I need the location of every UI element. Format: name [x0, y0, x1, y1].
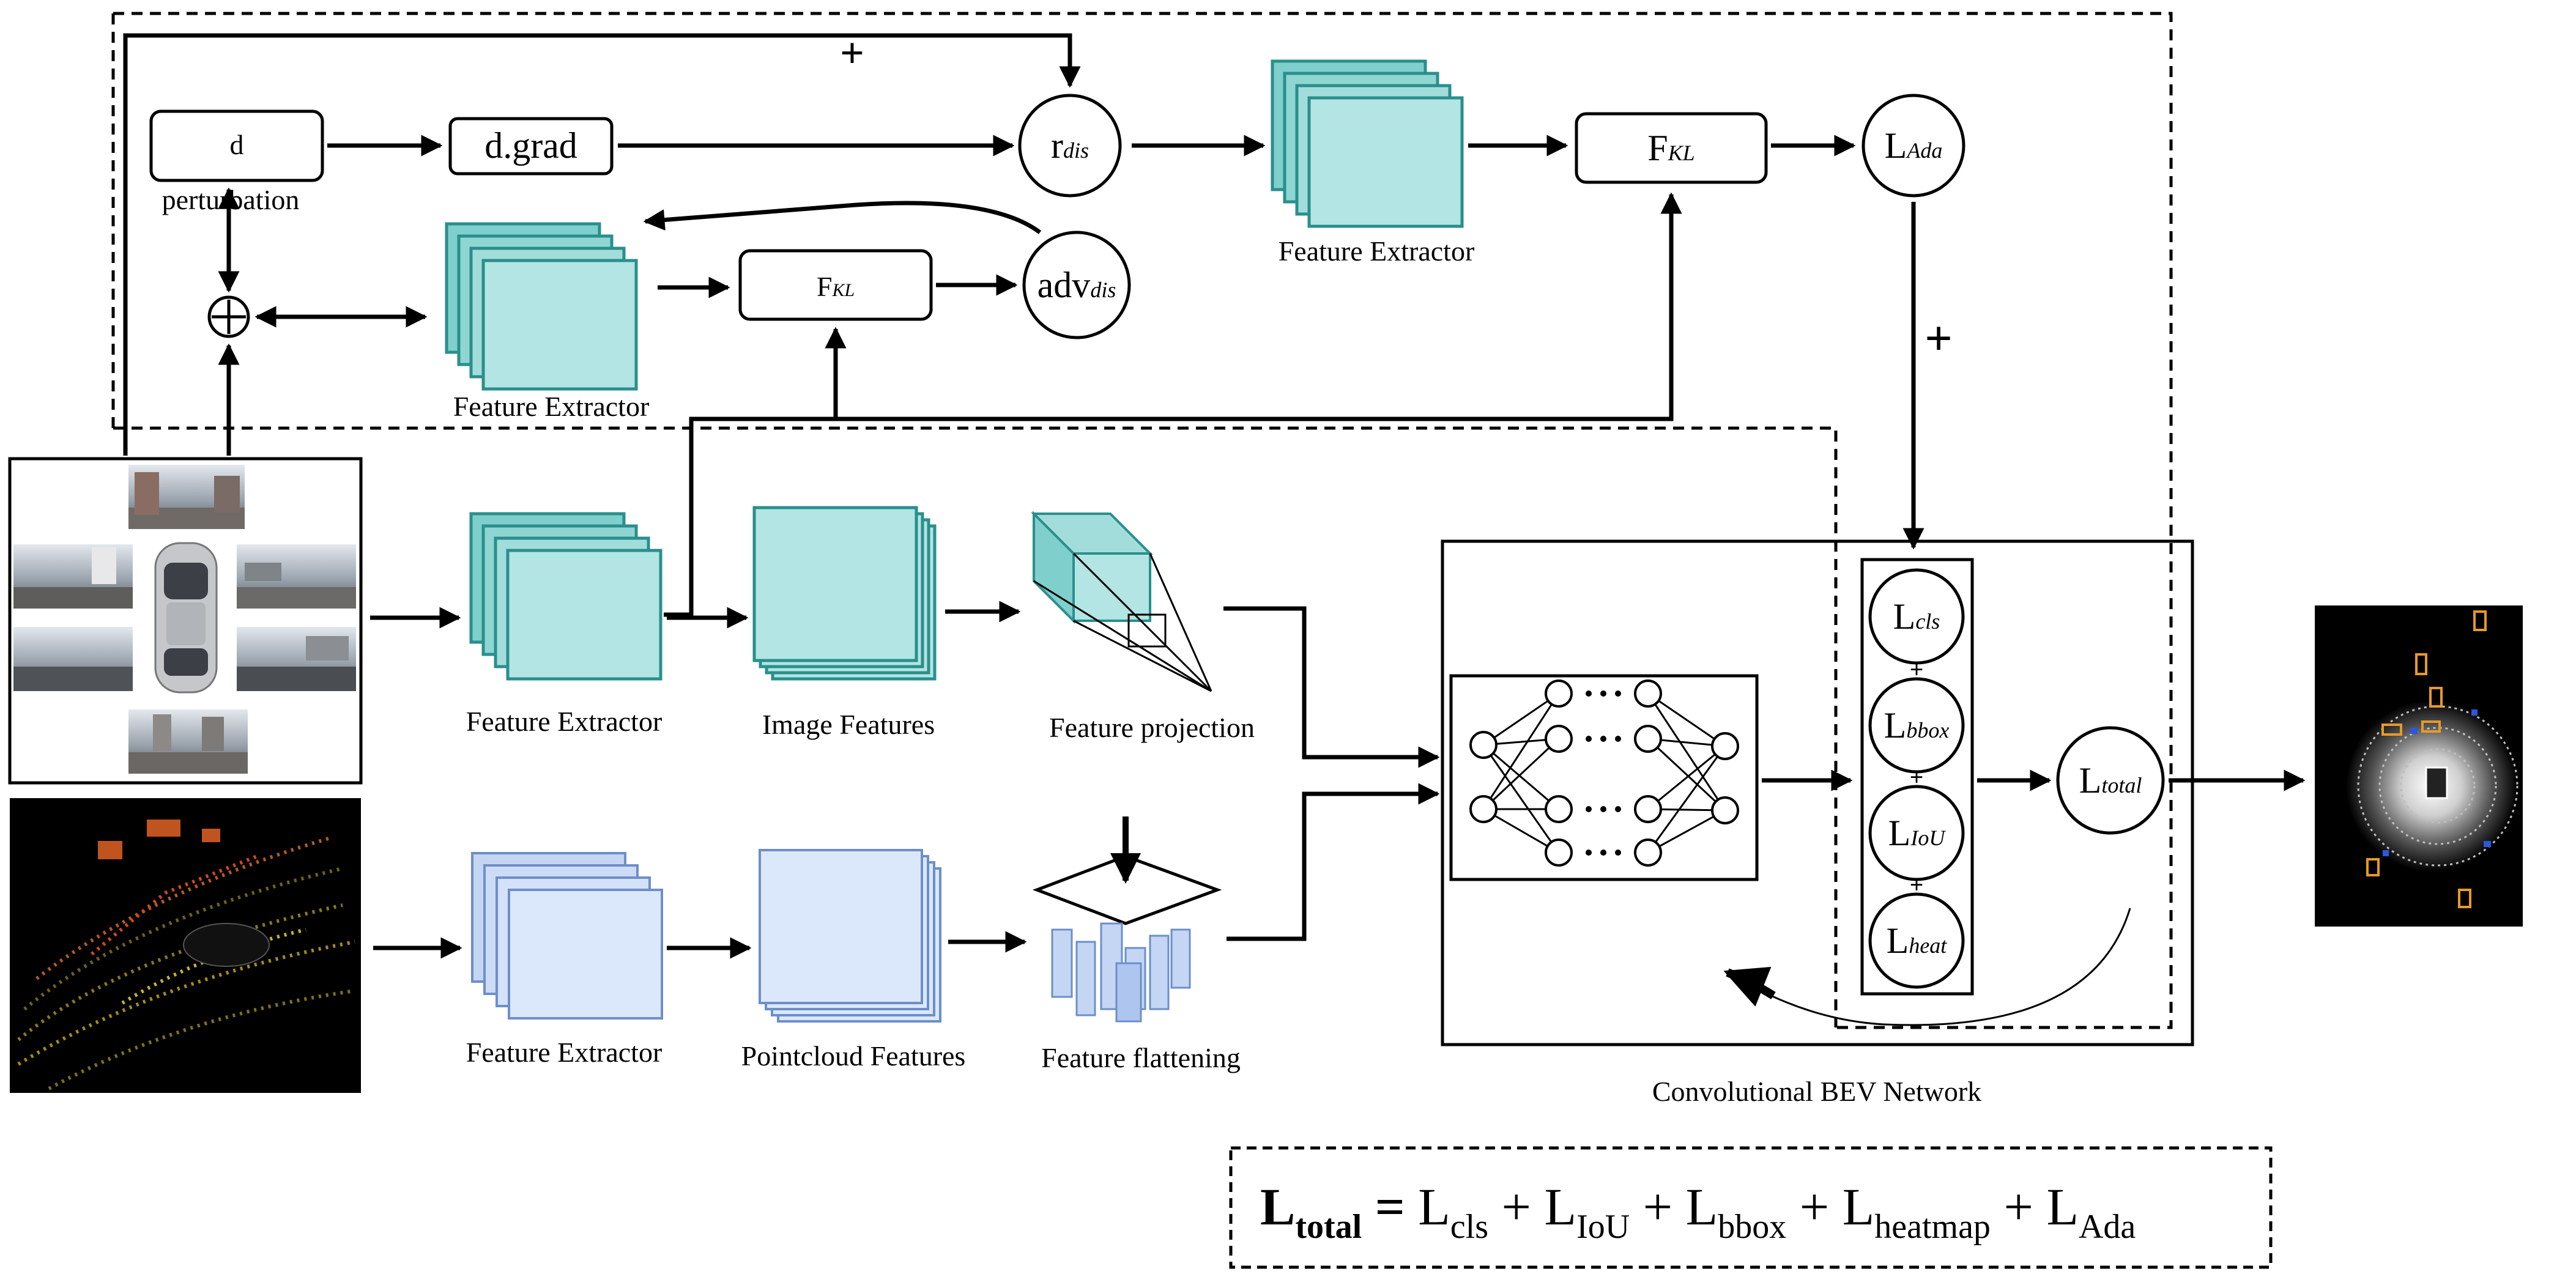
dgrad-label: d.grad: [484, 125, 577, 166]
loss-heat-main: L: [1887, 920, 1909, 961]
image-features-stack: [752, 506, 937, 681]
feature-extractor-mid-label: Feature Extractor: [453, 391, 650, 422]
plus-sign-right: +: [1925, 312, 1953, 366]
fkl-top-main: F: [1647, 128, 1668, 168]
eq-term4-sub: heatmap: [1874, 1208, 1991, 1246]
loss-bbox-node: Lbbox: [1868, 677, 1965, 774]
svg-text:Lheat: Lheat: [1887, 920, 1948, 961]
bev-detection-output-image: [2315, 605, 2523, 927]
svg-text:Ltotal = Lcls + LIoU + Lbbox +: Ltotal = Lcls + LIoU + Lbbox + Lheatmap …: [1260, 1177, 2136, 1246]
lada-main: L: [1885, 125, 1907, 166]
feature-extractor-mid-stack: [445, 222, 638, 391]
eq-term4-main: + L: [1786, 1177, 1874, 1236]
loss-plus-1: +: [1910, 656, 1924, 683]
lada-sub: Ada: [1906, 138, 1942, 163]
eq-lhs-sub: total: [1295, 1208, 1362, 1246]
svg-text:LAda: LAda: [1885, 125, 1943, 166]
lada-node: LAda: [1861, 94, 1965, 198]
connector-lines: [123, 33, 2306, 959]
feedback-arrow-head: [1723, 966, 1776, 1007]
loss-bbox-main: L: [1884, 705, 1907, 746]
eq-term2-sub: IoU: [1576, 1208, 1630, 1246]
svg-text:FKL: FKL: [817, 271, 855, 302]
svg-text:Ltotal: Ltotal: [2079, 760, 2142, 801]
svg-text:Lbbox: Lbbox: [1884, 705, 1950, 746]
eq-term5-main: + L: [1991, 1177, 2079, 1236]
feedback-curve: [1728, 908, 2131, 1026]
rdis-node: rdis: [1018, 94, 1122, 198]
ego-car-top-view: [154, 542, 218, 694]
camera-front-left-image: [13, 544, 133, 609]
loss-cls-node: Lcls: [1868, 568, 1965, 665]
eq-term3-main: + L: [1630, 1177, 1718, 1236]
eq-term2-main: + L: [1488, 1177, 1576, 1236]
feature-extractor-cam-stack: [469, 512, 663, 681]
image-features-label: Image Features: [762, 709, 935, 740]
loss-total-node: Ltotal: [2056, 726, 2165, 835]
loss-iou-sub: IoU: [1910, 826, 1946, 850]
eq-term3-sub: bbox: [1718, 1208, 1786, 1246]
d-box: d: [149, 109, 324, 182]
feature-flattening-pillars: [1032, 816, 1222, 1023]
svg-text:rdis: rdis: [1051, 125, 1089, 166]
plus-sign-top: +: [840, 30, 864, 77]
loss-bbox-sub: bbox: [1906, 718, 1949, 742]
advdis-sub: dis: [1090, 278, 1116, 302]
feature-projection-frustum: [1031, 511, 1212, 692]
svg-text:FKL: FKL: [1647, 128, 1694, 168]
fkl-top-sub: KL: [1668, 141, 1695, 165]
loss-iou-main: L: [1888, 813, 1911, 853]
svg-text:LIoU: LIoU: [1888, 813, 1947, 853]
eq-term1-sub: cls: [1450, 1208, 1488, 1246]
camera-front-right-image: [237, 544, 356, 609]
svg-text:advdis: advdis: [1037, 265, 1116, 305]
loss-iou-node: LIoU: [1868, 785, 1965, 881]
pointcloud-features-stack: [759, 849, 941, 1023]
feature-projection-label: Feature projection: [1049, 712, 1255, 743]
loss-heat-sub: heat: [1909, 933, 1947, 958]
camera-front-image: [128, 465, 245, 529]
camera-back-left-image: [13, 627, 133, 691]
loss-total-main: L: [2079, 760, 2102, 801]
svg-text:Lcls: Lcls: [1893, 596, 1940, 637]
rdis-main: r: [1051, 125, 1063, 166]
pointcloud-features-label: Pointcloud Features: [741, 1040, 966, 1072]
bev-network-frame: [1441, 539, 2194, 1046]
feature-extractor-lidar-stack: [471, 852, 663, 1020]
loss-plus-2: +: [1910, 763, 1924, 791]
advdis-main: adv: [1037, 265, 1091, 305]
fkl-mid-main: F: [817, 271, 833, 302]
feature-extractor-lidar-label: Feature Extractor: [466, 1037, 663, 1068]
eq-equals: =: [1362, 1177, 1418, 1236]
feature-flattening-label: Feature flattening: [1041, 1042, 1241, 1073]
fkl-mid-box: FKL: [738, 249, 933, 321]
camera-back-image: [128, 709, 248, 774]
rdis-sub: dis: [1063, 138, 1089, 163]
camera-images-panel: [8, 457, 363, 785]
advdis-node: advdis: [1022, 231, 1131, 339]
feature-extractor-top-stack: [1271, 59, 1464, 228]
bev-network-label: Convolutional BEV Network: [1652, 1076, 1981, 1107]
fkl-mid-sub: KL: [831, 280, 855, 300]
loss-heat-node: Lheat: [1868, 892, 1965, 989]
lidar-pointcloud-image: [10, 798, 361, 1093]
oplus-symbol: [207, 295, 250, 338]
loss-cls-main: L: [1893, 596, 1916, 637]
feature-extractor-top-label: Feature Extractor: [1279, 235, 1475, 267]
camera-back-right-image: [237, 627, 356, 691]
loss-total-sub: total: [2101, 773, 2142, 798]
total-loss-equation: Ltotal = Lcls + LIoU + Lbbox + Lheatmap …: [1229, 1146, 2273, 1269]
loss-plus-3: +: [1910, 871, 1924, 898]
d-label: d: [230, 129, 244, 160]
eq-term1-main: L: [1418, 1177, 1450, 1236]
adversarial-module-boundary: [111, 12, 2173, 1029]
feature-extractor-cam-label: Feature Extractor: [466, 706, 663, 737]
eq-term5-sub: Ada: [2079, 1208, 2136, 1246]
loss-cls-sub: cls: [1915, 609, 1940, 634]
eq-lhs-main: L: [1260, 1177, 1295, 1236]
neural-network-box: [1449, 674, 1759, 881]
fkl-top-box: FKL: [1575, 112, 1768, 184]
dgrad-box: d.grad: [448, 117, 614, 176]
